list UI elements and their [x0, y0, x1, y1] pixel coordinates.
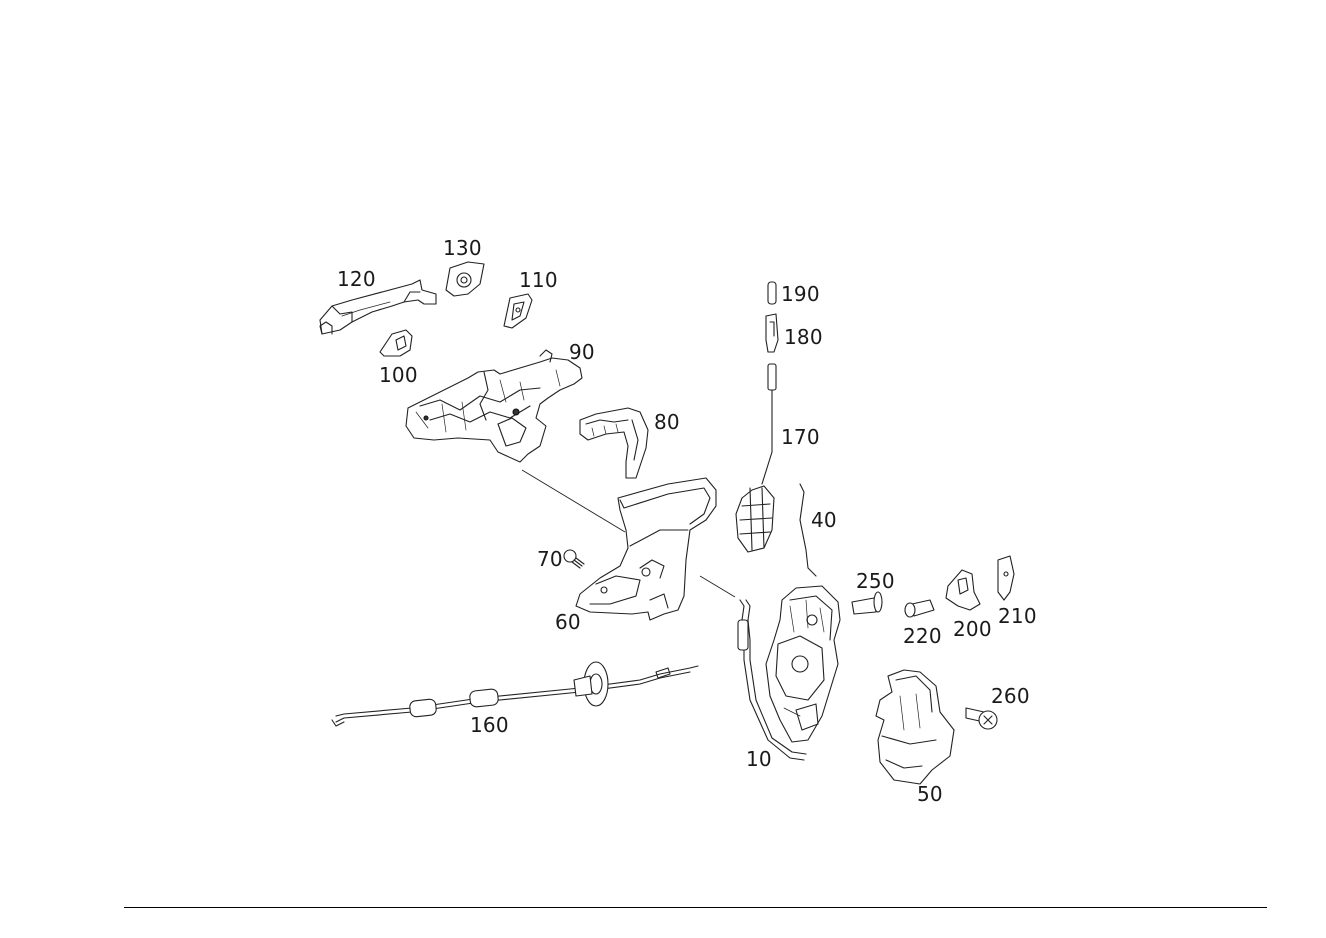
bracket-part — [579, 407, 649, 479]
part-number-label: 200 — [953, 617, 992, 641]
leader-90-to-60 — [521, 469, 626, 533]
bowden-cable-part — [331, 661, 699, 727]
part-number-label: 250 — [856, 569, 895, 593]
part-number-label: 220 — [903, 624, 942, 648]
part-number-label: 160 — [470, 713, 509, 737]
part-number-label: 210 — [998, 604, 1037, 628]
footer-rule — [124, 907, 1267, 908]
rod-40-part — [799, 483, 817, 577]
part-number-label: 40 — [811, 508, 837, 532]
part-number-label: 170 — [781, 425, 820, 449]
control-rod-part — [735, 363, 777, 553]
door-carrier-panel-part — [575, 477, 717, 621]
bolt-250-part — [851, 591, 883, 615]
part-number-label: 70 — [537, 547, 563, 571]
bezel-part — [445, 261, 485, 297]
leader-60-to-10 — [699, 575, 736, 598]
rod-clip-part — [765, 313, 779, 353]
cover-part — [875, 669, 955, 785]
screw-70-part — [563, 549, 585, 569]
seal-part — [503, 293, 533, 329]
part-number-label: 50 — [917, 782, 943, 806]
part-number-label: 120 — [337, 267, 376, 291]
part-number-label: 260 — [991, 684, 1030, 708]
pin-220-part — [904, 599, 935, 618]
handle-carrier-part — [405, 349, 583, 463]
part-number-label: 190 — [781, 282, 820, 306]
outer-handle-part — [319, 279, 437, 335]
part-number-label: 90 — [569, 340, 595, 364]
screw-260-part — [965, 707, 998, 730]
part-number-label: 130 — [443, 236, 482, 260]
striker-plate-part — [997, 555, 1015, 601]
part-number-label: 80 — [654, 410, 680, 434]
striker-part — [945, 569, 981, 611]
part-number-label: 100 — [379, 363, 418, 387]
rod-cap-part — [767, 281, 777, 305]
part-number-label: 10 — [746, 747, 772, 771]
handle-cap-part — [379, 329, 413, 357]
door-lock-part — [737, 585, 841, 761]
part-number-label: 180 — [784, 325, 823, 349]
part-number-label: 110 — [519, 268, 558, 292]
part-number-label: 60 — [555, 610, 581, 634]
